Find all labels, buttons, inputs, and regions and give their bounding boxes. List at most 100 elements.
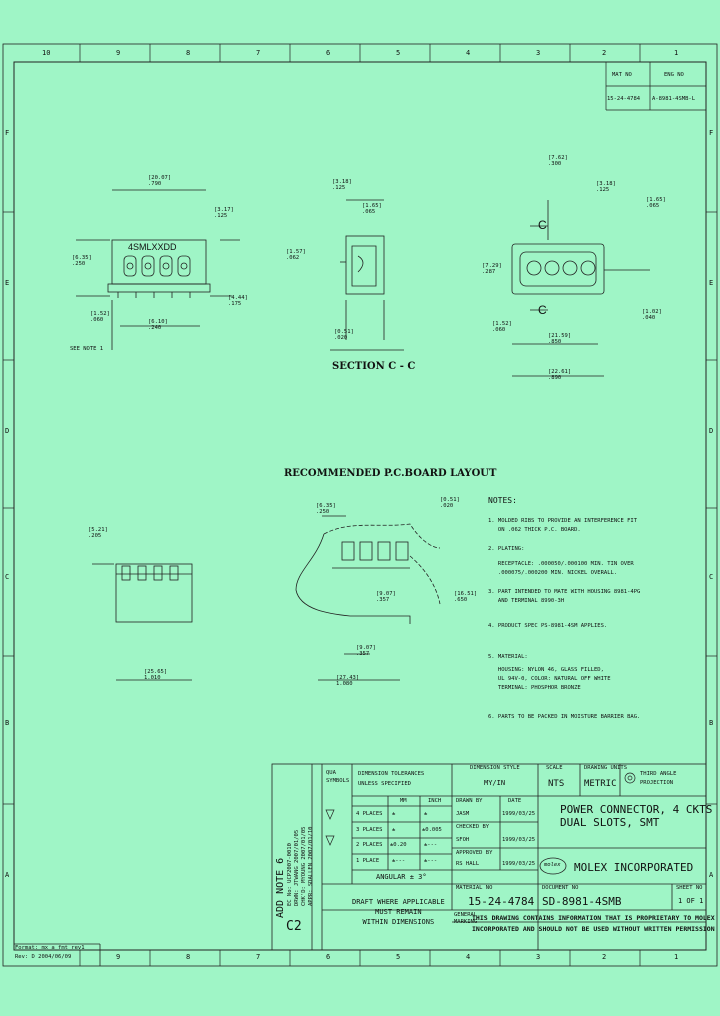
checked-by-label: CHECKED BY [456, 824, 490, 830]
qual-symbols-label: QUA SYMBOLS [326, 770, 350, 784]
qual-symbols [325, 809, 335, 846]
grid-letter: D [5, 427, 10, 435]
col-mm: MM [400, 798, 407, 804]
dim-label: [27.43] 1.080 [336, 675, 360, 687]
general-marking-label: GENERAL MARKING [454, 912, 478, 925]
top-view [511, 200, 650, 377]
mat-no-label: MAT NO [612, 72, 632, 78]
grid-letter: D [709, 427, 714, 435]
proprietary-notice: THIS DRAWING CONTAINS INFORMATION THAT I… [472, 914, 715, 933]
dim-label: [22.61] .890 [548, 369, 572, 381]
approved-by: RS HALL [456, 861, 480, 867]
grid-num: 6 [326, 953, 331, 961]
molex-logo-oval [539, 857, 567, 875]
eng-no-label: ENG NO [664, 72, 684, 78]
chkd-info: CHK'D: MYOUNG 2007/01/05 [301, 826, 307, 906]
dim-label: [1.02] .040 [642, 309, 662, 321]
section-view [330, 199, 404, 351]
note-line: UL 94V-0, COLOR: NATURAL OFF WHITE [488, 676, 611, 682]
checked-date: 1999/03/25 [502, 837, 536, 843]
molex-logo-text: molex [544, 862, 561, 868]
pcb-title: RECOMMENDED P.C.BOARD LAYOUT [284, 468, 497, 479]
grid-num: 3 [536, 49, 541, 57]
drawn-date: 1999/03/25 [502, 811, 536, 817]
note-line: .000075/.000200 MIN. NICKEL OVERALL. [488, 570, 618, 576]
scale: NTS [548, 779, 565, 789]
mat-no: 15-24-4784 [607, 96, 641, 102]
grid-letter: C [5, 573, 10, 581]
drwn-info: DRWN: JTWANG 2007/01/05 [294, 829, 300, 906]
approved-date: 1999/03/25 [502, 861, 536, 867]
note-line: 1. MOLDED RIBS TO PROVIDE AN INTERFERENC… [488, 518, 638, 524]
note-line: 3. PART INTENDED TO MATE WITH HOUSING 89… [488, 589, 641, 595]
tol-mm: ± [392, 811, 396, 817]
grid-num: 8 [186, 49, 191, 57]
dim-label: [6.35] .250 [72, 255, 92, 267]
revision: C2 [286, 919, 302, 934]
pcb-side-view [92, 563, 193, 681]
dim-label: [7.29] .287 [482, 263, 502, 275]
grid-num: 2 [602, 953, 607, 961]
tol-mm: ± [392, 827, 396, 833]
section-title: SECTION C - C [332, 361, 415, 372]
pcb-layout [295, 515, 441, 681]
tol-places: 2 PLACES [356, 842, 383, 848]
grid-letter: A [709, 871, 714, 879]
grid-num: 9 [116, 49, 121, 57]
grid-num: 7 [256, 953, 261, 961]
dim-label: [21.59] .850 [548, 333, 572, 345]
tol-inch: ±--- [424, 842, 438, 848]
approved-by-label: APPROVED BY [456, 850, 493, 856]
header-box [605, 62, 706, 111]
format-name: Format: mx_a_fmt_rev1 [15, 945, 85, 951]
tol-mm: ±0.20 [390, 842, 407, 848]
checked-by: SFOH [456, 837, 470, 843]
tolerances-label: DIMENSION TOLERANCES UNLESS SPECIFIED [358, 771, 425, 787]
tol-places: 1 PLACE [356, 858, 380, 864]
dim-label: [7.62] .300 [548, 155, 568, 167]
note-line: 6. PARTS TO BE PACKED IN MOISTURE BARRIE… [488, 714, 641, 720]
notes-title: NOTES: [488, 496, 517, 505]
date-label: DATE [508, 798, 522, 804]
material-no: 15-24-4784 [468, 895, 535, 908]
dim-label: [1.52] .060 [90, 311, 110, 323]
scale-label: SCALE [546, 765, 563, 771]
grid-num: 1 [674, 953, 679, 961]
dim-label: [1.52] .060 [492, 321, 512, 333]
dim-label: [0.51] .020 [440, 497, 460, 509]
section-marker-bottom: C [538, 303, 547, 317]
grid-num: 10 [42, 49, 51, 57]
dim-label: [25.65] 1.010 [144, 669, 168, 681]
dim-label: [3.18] .125 [332, 179, 352, 191]
note-line: 4. PRODUCT SPEC PS-8981-4SM APPLIES. [488, 623, 608, 629]
zone-ticks [3, 44, 717, 966]
draft-note: DRAFT WHERE APPLICABLE MUST REMAIN WITHI… [352, 898, 445, 926]
dim-label: [5.21] .205 [88, 527, 108, 539]
company-name: MOLEX INCORPORATED [574, 861, 694, 874]
grid-num: 4 [466, 953, 471, 961]
dim-label: [3.17] .125 [214, 207, 234, 219]
tol-places: 4 PLACES [356, 811, 383, 817]
dim-label: [4.44] .175 [228, 295, 248, 307]
ec-no: EC No: UCP2007-0010 [287, 843, 293, 906]
grid-num: 9 [116, 953, 121, 961]
grid-letter: C [709, 573, 714, 581]
grid-num: 7 [256, 49, 261, 57]
note-line: RECEPTACLE: .000050/.000100 MIN. TIN OVE… [488, 561, 634, 567]
grid-num: 4 [466, 49, 471, 57]
projection-label: THIRD ANGLE PROJECTION [640, 771, 677, 786]
tol-places: 3 PLACES [356, 827, 383, 833]
grid-letter: B [709, 719, 714, 727]
format-rev: Rev: D 2004/06/09 [15, 954, 72, 960]
section-marker-top: C [538, 218, 547, 232]
material-no-label: MATERIAL NO [456, 885, 493, 891]
tol-inch: ±--- [424, 858, 438, 864]
see-note-label: SEE NOTE 1 [70, 346, 104, 352]
dim-style-label: DIMENSION STYLE [470, 765, 520, 771]
sheet: 1 OF 1 [678, 897, 704, 905]
note-line: HOUSING: NYLON 46, GLASS FILLED, [488, 667, 604, 673]
grid-letter: F [709, 129, 714, 137]
dim-style: MY/IN [484, 779, 506, 787]
note-line: ON .062 THICK P.C. BOARD. [488, 527, 581, 533]
